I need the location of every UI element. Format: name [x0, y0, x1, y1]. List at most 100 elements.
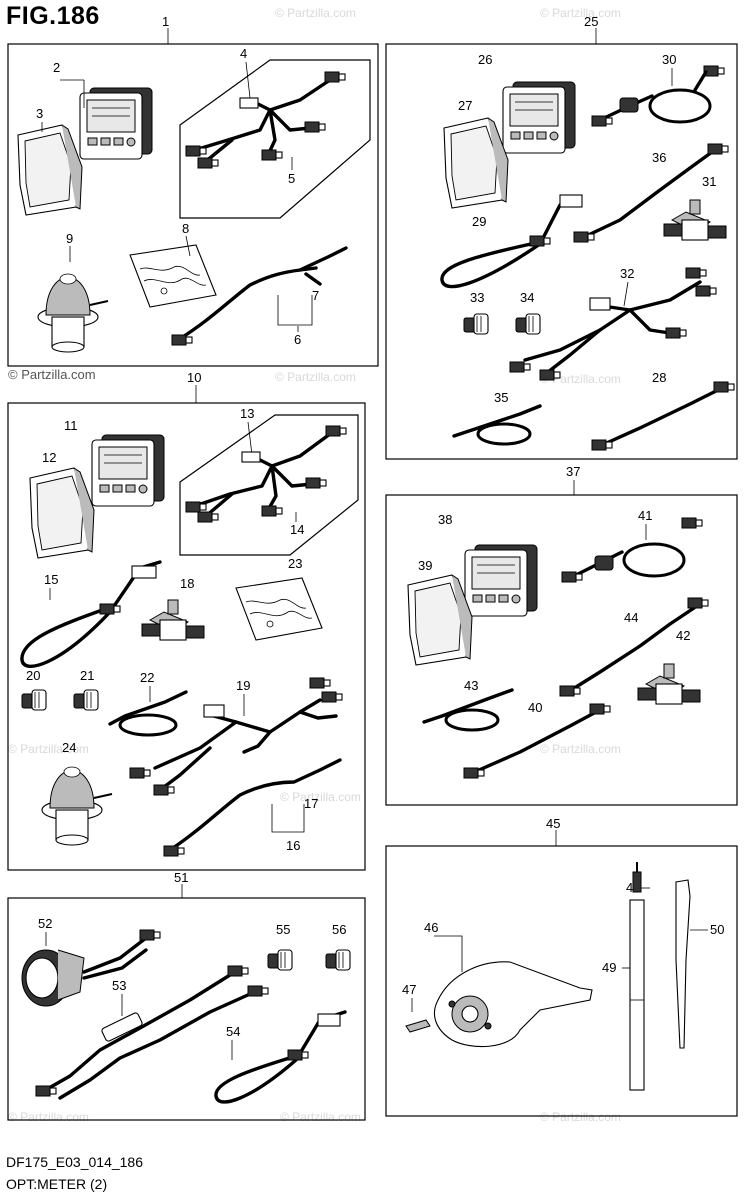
callout-27: 27	[458, 98, 472, 113]
callout-39: 39	[418, 558, 432, 573]
callout-14: 14	[290, 522, 304, 537]
sensor-9	[37, 273, 109, 353]
callout-16: 16	[286, 838, 300, 853]
harness-plug	[321, 691, 343, 703]
watermark: © Partzilla.com	[8, 742, 89, 756]
callout-9: 9	[66, 231, 73, 246]
screw-icon	[405, 1019, 431, 1033]
cable-plug	[463, 767, 485, 779]
group-box	[7, 43, 379, 367]
group-1: 1 2 3 4 5 9 8 6 7	[7, 14, 379, 367]
callout-22: 22	[140, 670, 154, 685]
callout-35: 35	[494, 390, 508, 405]
group-box	[385, 43, 738, 460]
callout-49: 49	[602, 960, 616, 975]
callout-25: 25	[584, 14, 598, 29]
bag-8	[129, 244, 217, 308]
callout-37: 37	[566, 464, 580, 479]
cap-33	[463, 313, 489, 335]
harness-plug	[695, 285, 717, 297]
callout-8: 8	[182, 221, 189, 236]
harness-plug	[261, 505, 283, 517]
cap-34	[515, 313, 541, 335]
cap-56	[325, 949, 351, 971]
rod-tip-48	[632, 871, 642, 893]
cap-21	[73, 689, 99, 711]
harness-plug	[324, 71, 346, 83]
meter-38	[464, 544, 538, 617]
rod-50	[675, 879, 691, 1049]
callout-52: 52	[38, 916, 52, 931]
harness-plug	[227, 965, 249, 977]
callout-36: 36	[652, 150, 666, 165]
callout-3: 3	[36, 106, 43, 121]
harness-frame	[179, 414, 359, 556]
harness-plug	[665, 327, 687, 339]
cable-plug	[707, 143, 729, 155]
copyright-text: © Partzilla.com	[8, 367, 96, 382]
tee-31	[663, 199, 727, 241]
callout-7: 7	[312, 288, 319, 303]
callout-31: 31	[702, 174, 716, 189]
callout-17: 17	[304, 796, 318, 811]
cable-plug	[591, 115, 613, 127]
drawing-code: DF175_E03_014_186	[6, 1154, 144, 1170]
callout-34: 34	[520, 290, 534, 305]
callout-5: 5	[288, 171, 295, 186]
callout-30: 30	[662, 52, 676, 67]
watermark: © Partzilla.com	[540, 1110, 621, 1124]
meter-26	[502, 81, 576, 154]
figure-title: FIG.186	[6, 2, 100, 30]
callout-43: 43	[464, 678, 478, 693]
harness-plug	[35, 1085, 57, 1097]
callout-32: 32	[620, 266, 634, 281]
callout-51: 51	[174, 870, 188, 885]
group-box	[7, 402, 366, 871]
group-37: 37 38 39 41 44 42 43 40	[385, 464, 738, 806]
callout-18: 18	[180, 576, 194, 591]
callout-24: 24	[62, 740, 76, 755]
harness-plug	[129, 767, 151, 779]
harness-plug	[197, 511, 219, 523]
cable-plug	[287, 1049, 309, 1061]
harness-plug	[153, 784, 175, 796]
group-box	[385, 845, 738, 1117]
harness-plug	[509, 361, 531, 373]
callout-2: 2	[53, 60, 60, 75]
callout-12: 12	[42, 450, 56, 465]
callout-45: 45	[546, 816, 560, 831]
harness-plug	[185, 145, 207, 157]
cable-plug	[573, 231, 595, 243]
callout-53: 53	[112, 978, 126, 993]
cover-3	[17, 124, 83, 216]
group-51: 51 52 53 55 56 54	[7, 870, 366, 1121]
callout-44: 44	[624, 610, 638, 625]
harness-plug	[247, 985, 269, 997]
cable-plug	[589, 703, 611, 715]
cover-12	[29, 467, 95, 559]
group-45: 45 46 47 48 49 50	[385, 816, 738, 1117]
callout-11: 11	[64, 418, 78, 433]
harness-plug	[304, 121, 326, 133]
harness-plug	[685, 267, 707, 279]
watermark: © Partzilla.com	[540, 742, 621, 756]
harness-plug	[197, 157, 219, 169]
callout-33: 33	[470, 290, 484, 305]
harness-plug	[309, 677, 331, 689]
harness-plug	[325, 425, 347, 437]
callout-50: 50	[710, 922, 724, 937]
meter-2	[79, 87, 153, 160]
watermark: © Partzilla.com	[540, 6, 621, 20]
cover-39	[407, 574, 473, 666]
callout-54: 54	[226, 1024, 240, 1039]
callout-56: 56	[332, 922, 346, 937]
callout-41: 41	[638, 508, 652, 523]
cable-plug	[681, 517, 703, 529]
cable-plug	[561, 571, 583, 583]
callout-40: 40	[528, 700, 542, 715]
group-10: 10 11 12 13 14 15 18 23 20 21 22	[7, 370, 366, 871]
callout-42: 42	[676, 628, 690, 643]
bag-23	[235, 577, 323, 641]
callout-46: 46	[424, 920, 438, 935]
callout-28: 28	[652, 370, 666, 385]
